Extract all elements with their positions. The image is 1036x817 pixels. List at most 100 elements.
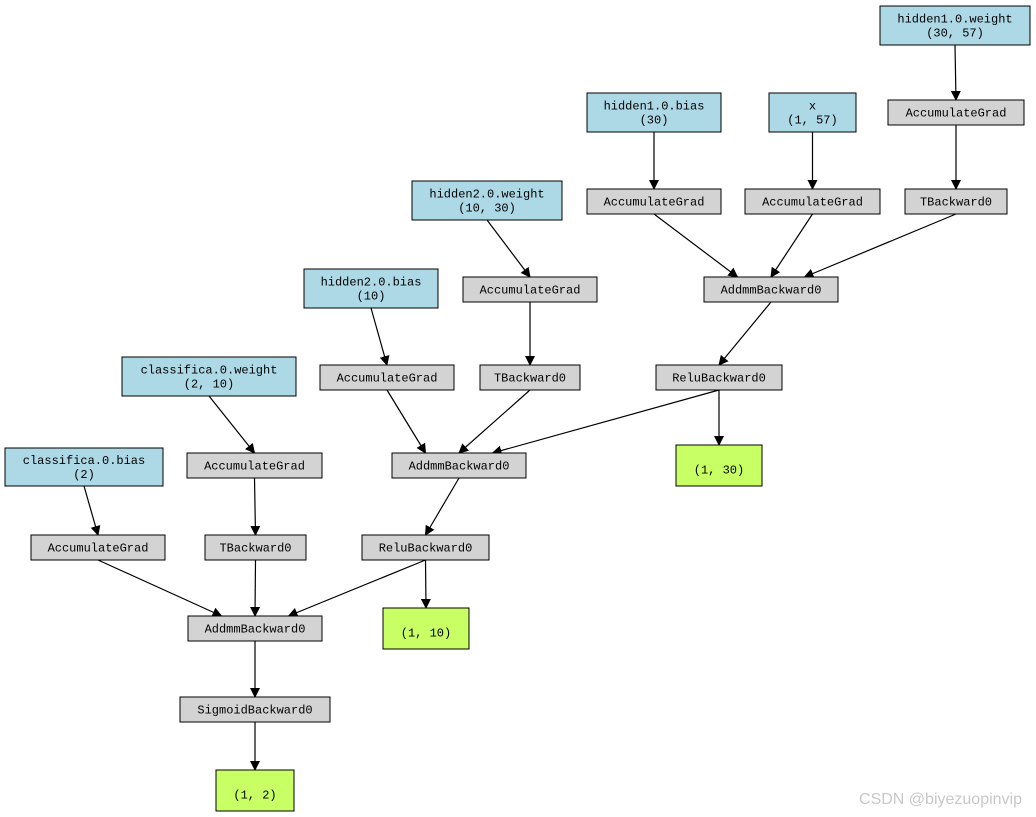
- edge-line: [370, 307, 390, 366]
- output-box: [382, 607, 470, 650]
- edge-t_h1-to-addmm_h1: [803, 213, 957, 279]
- edge-hidden2_bias-to-acc_h2b: [370, 307, 390, 366]
- node-shape-label: (30): [640, 114, 669, 128]
- node-label: TBackward0: [219, 542, 291, 556]
- edge-relu_h1-to-addmm_h2: [491, 389, 720, 456]
- node-x: x(1, 57): [768, 92, 857, 133]
- edge-addmm_h1-to-relu_h1: [718, 301, 772, 366]
- node-label: AccumulateGrad: [48, 542, 149, 556]
- param-box: [121, 356, 297, 397]
- param-box: [586, 92, 722, 133]
- edge-line: [486, 219, 531, 278]
- op-box: [30, 534, 166, 561]
- edge-line: [208, 395, 256, 454]
- node-label: classifica.0.weight: [141, 364, 278, 378]
- node-acc-cw: AccumulateGrad: [186, 452, 323, 479]
- op-box: [462, 276, 598, 303]
- node-addmm-h1: AddmmBackward0: [703, 276, 839, 303]
- op-box: [179, 696, 331, 723]
- op-box: [904, 188, 1008, 215]
- param-box: [4, 447, 164, 487]
- node-label: AddmmBackward0: [409, 460, 510, 474]
- param-box: [411, 180, 563, 221]
- node-addmm-c: AddmmBackward0: [187, 615, 323, 642]
- edge-line: [424, 477, 460, 536]
- node-hidden1-bias: hidden1.0.bias(30): [586, 92, 722, 133]
- edge-acc_h1b-to-addmm_h1: [653, 213, 739, 278]
- node-acc-h2w: AccumulateGrad: [462, 276, 598, 303]
- edge-cls_weight-to-acc_cw: [208, 395, 256, 454]
- edge-line: [770, 213, 814, 278]
- node-acc-cb: AccumulateGrad: [30, 534, 166, 561]
- node-cls-weight: classifica.0.weight(2, 10): [121, 356, 297, 397]
- node-label: hidden2.0.weight: [429, 188, 544, 202]
- node-label: (1, 2): [233, 789, 276, 803]
- edge-line: [653, 213, 739, 278]
- node-hidden2-bias: hidden2.0.bias(10): [303, 268, 439, 309]
- edge-hidden2_weight-to-acc_h2w: [486, 219, 531, 278]
- op-box: [655, 364, 783, 391]
- watermark: CSDN @biyezuopinvip: [859, 791, 1022, 808]
- op-box: [479, 364, 581, 391]
- edge-line: [386, 389, 427, 454]
- edge-relu_h2-to-out_h2: [420, 559, 431, 609]
- edge-acc_h2b-to-addmm_h2: [386, 389, 427, 454]
- op-box: [187, 615, 323, 642]
- node-label: AccumulateGrad: [762, 196, 863, 210]
- op-box: [391, 452, 527, 479]
- op-box: [887, 99, 1025, 126]
- node-label: AddmmBackward0: [205, 623, 306, 637]
- node-out-h2: (1, 10): [382, 607, 470, 650]
- node-acc-x: AccumulateGrad: [744, 188, 881, 215]
- edge-line: [97, 559, 223, 617]
- param-box: [303, 268, 439, 309]
- node-acc-h2b: AccumulateGrad: [319, 364, 455, 391]
- node-hidden1-weight: hidden1.0.weight(30, 57): [879, 5, 1031, 46]
- node-label: ReluBackward0: [379, 542, 473, 556]
- node-label: AccumulateGrad: [337, 372, 438, 386]
- node-label: TBackward0: [494, 372, 566, 386]
- node-t-c: TBackward0: [204, 534, 307, 561]
- edge-line: [718, 301, 772, 366]
- edge-addmm_h2-to-relu_h2: [424, 477, 460, 536]
- node-cls-bias: classifica.0.bias(2): [4, 447, 164, 487]
- edge-hidden1_weight-to-acc_h1w: [950, 44, 961, 101]
- edge-line: [287, 559, 426, 618]
- edge-line: [491, 389, 720, 456]
- node-out-final: (1, 2): [215, 769, 295, 812]
- edge-cls_bias-to-acc_cb: [83, 485, 101, 536]
- param-box: [768, 92, 857, 133]
- edge-line: [250, 477, 261, 536]
- node-label: AccumulateGrad: [906, 107, 1007, 121]
- op-box: [186, 452, 323, 479]
- op-box: [204, 534, 307, 561]
- node-shape-label: (10): [357, 290, 386, 304]
- node-label: AccumulateGrad: [604, 196, 705, 210]
- edge-acc_cw-to-t_c: [250, 477, 261, 536]
- edge-acc_x-to-addmm_h1: [770, 213, 814, 278]
- node-label: hidden1.0.weight: [897, 13, 1012, 27]
- node-t-h2: TBackward0: [479, 364, 581, 391]
- edge-t_h2-to-addmm_h2: [458, 389, 531, 454]
- edge-line: [250, 559, 261, 617]
- edge-line: [803, 213, 957, 279]
- node-shape-label: (30, 57): [926, 27, 984, 41]
- node-label: hidden1.0.bias: [604, 100, 705, 114]
- edge-line: [950, 44, 961, 101]
- node-label: AddmmBackward0: [721, 284, 822, 298]
- node-label: TBackward0: [920, 196, 992, 210]
- node-t-h1: TBackward0: [904, 188, 1008, 215]
- node-label: ReluBackward0: [672, 372, 766, 386]
- param-box: [879, 5, 1031, 46]
- node-label: AccumulateGrad: [204, 460, 305, 474]
- node-label: x: [809, 100, 816, 114]
- node-hidden2-weight: hidden2.0.weight(10, 30): [411, 180, 563, 221]
- edge-relu_h2-to-addmm_c: [287, 559, 426, 618]
- node-label: hidden2.0.bias: [321, 276, 422, 290]
- node-relu-h1: ReluBackward0: [655, 364, 783, 391]
- edge-line: [458, 389, 531, 454]
- node-shape-label: (10, 30): [458, 202, 516, 216]
- op-box: [319, 364, 455, 391]
- node-label: SigmoidBackward0: [197, 704, 312, 718]
- edge-line: [83, 485, 101, 536]
